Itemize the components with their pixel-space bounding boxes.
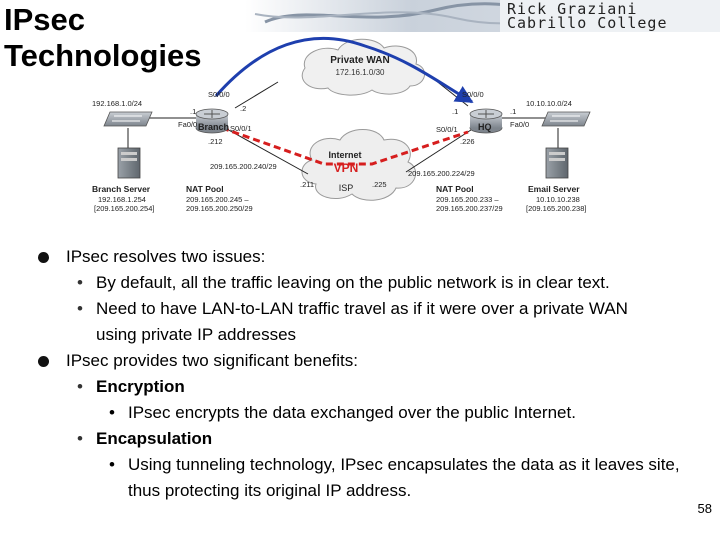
email-server-public-ip: [209.165.200.238] <box>526 204 586 213</box>
sub-sub-bullet-marker: • <box>109 403 115 422</box>
hq-wan-network: 209.165.200.224/29 <box>408 169 475 178</box>
bullet-issues-text: IPsec resolves two issues: <box>66 247 266 266</box>
branch-lan-label: 192.168.1.0/24 <box>92 99 142 108</box>
bullet-list: IPsec resolves two issues: • By default,… <box>38 244 708 504</box>
branch-server-name: Branch Server <box>92 184 151 194</box>
sub-sub-bullet-encapsulation-line-1: Using tunneling technology, IPsec encaps… <box>128 455 590 474</box>
logo-line-2: Cabrillo College <box>507 14 668 32</box>
branch-fa0-label: Fa0/0 <box>178 120 197 129</box>
title-line-2: Technologies <box>4 38 202 73</box>
sub-bullet-encryption-text: Encryption <box>96 377 185 396</box>
sub-bullet-clear-text-text: By default, all the traffic leaving on t… <box>96 273 610 292</box>
hq-s001-label: S0/0/1 <box>436 125 458 134</box>
branch-isp-link <box>224 127 309 175</box>
hq-nat-pool-end: 209.165.200.237/29 <box>436 204 503 213</box>
private-wan-network: 172.16.1.0/30 <box>336 68 385 77</box>
sub-bullet-clear-text: • By default, all the traffic leaving on… <box>38 270 708 296</box>
email-server-icon <box>545 147 569 179</box>
sub-bullet-lan-to-lan-line-2: using private IP addresses <box>96 325 297 344</box>
branch-s001-ip: .212 <box>208 137 223 146</box>
branch-s001-label: S0/0/1 <box>230 124 252 133</box>
sub-bullet-marker: • <box>77 429 83 448</box>
hq-s000-ip: .1 <box>452 107 458 116</box>
private-wan-label: Private WAN <box>330 55 389 66</box>
hq-s001-ip: .226 <box>460 137 475 146</box>
sub-sub-bullet-encapsulation-line-2: leaves site, thus protecting its origina… <box>128 455 680 500</box>
sub-bullet-encryption: • Encryption <box>38 374 708 400</box>
sub-sub-bullet-encapsulation: • Using tunneling technology, IPsec enca… <box>38 452 708 504</box>
vpn-tunnel-path <box>221 126 469 166</box>
email-server-name: Email Server <box>528 184 580 194</box>
bullet-marker <box>38 252 49 263</box>
hq-nat-pool-title: NAT Pool <box>436 184 474 194</box>
sub-bullet-lan-to-lan-line-1: Need to have LAN-to-LAN traffic travel a… <box>96 299 628 318</box>
title-line-1: IPsec <box>4 2 86 37</box>
hq-lan-label: 10.10.10.0/24 <box>526 99 572 108</box>
private-wan-cloud: Private WAN 172.16.1.0/30 <box>301 38 425 96</box>
hq-fa0-ip: .1 <box>510 107 516 116</box>
logo-text: Rick Graziani Cabrillo College <box>507 0 668 32</box>
logo-graphic <box>245 0 720 32</box>
branch-isp-side-ip: .211 <box>300 180 314 189</box>
sub-bullet-encapsulation: • Encapsulation <box>38 426 708 452</box>
network-diagram: Private WAN 172.16.1.0/30 Internet VPN I… <box>92 36 591 213</box>
sub-sub-bullet-marker: • <box>109 455 115 474</box>
isp-label: ISP <box>339 183 354 193</box>
logo-line-1: Rick Graziani <box>507 0 638 18</box>
hq-isp-side-ip: .225 <box>372 180 387 189</box>
branch-nat-pool-title: NAT Pool <box>186 184 224 194</box>
branch-nat-pool-end: 209.165.200.250/29 <box>186 204 253 213</box>
college-logo-banner: Rick Graziani Cabrillo College <box>245 0 720 32</box>
hq-router-icon <box>469 108 503 134</box>
sub-bullet-marker: • <box>77 273 83 292</box>
sub-bullet-lan-to-lan: • Need to have LAN-to-LAN traffic travel… <box>38 296 708 348</box>
hq-router-name: HQ <box>478 122 492 132</box>
sub-sub-bullet-encryption: • IPsec encrypts the data exchanged over… <box>38 400 708 426</box>
branch-s000-label: S0/0/0 <box>208 90 230 99</box>
hq-nat-pool-start: 209.165.200.233 – <box>436 195 499 204</box>
sub-bullet-marker: • <box>77 299 83 318</box>
sub-bullet-encapsulation-text: Encapsulation <box>96 429 213 448</box>
internet-label: Internet <box>328 150 361 160</box>
hq-s000-label: S0/0/0 <box>462 90 484 99</box>
bullet-benefits-text: IPsec provides two significant benefits: <box>66 351 358 370</box>
sub-sub-bullet-encryption-text: IPsec encrypts the data exchanged over t… <box>128 403 576 422</box>
internet-cloud: Internet VPN ISP <box>301 129 417 201</box>
email-server-ip: 10.10.10.238 <box>536 195 580 204</box>
branch-wan-network: 209.165.200.240/29 <box>210 162 277 171</box>
bullet-benefits: IPsec provides two significant benefits: <box>38 348 708 374</box>
branch-fa0-ip: .1 <box>190 107 196 116</box>
slide-title: IPsec Technologies <box>4 2 202 74</box>
bullet-marker <box>38 356 49 367</box>
bullet-issues: IPsec resolves two issues: <box>38 244 708 270</box>
sub-bullet-marker: • <box>77 377 83 396</box>
page-number: 58 <box>697 501 712 516</box>
branch-switch-icon <box>103 111 153 127</box>
branch-wan-link <box>234 81 279 109</box>
branch-server-icon <box>117 147 141 179</box>
branch-server-ip: 192.168.1.254 <box>98 195 146 204</box>
branch-router-name: Branch <box>198 122 229 132</box>
branch-s000-ip: .2 <box>240 104 246 113</box>
branch-nat-pool-start: 209.165.200.245 – <box>186 195 249 204</box>
hq-isp-link <box>405 127 475 173</box>
branch-server-public-ip: [209.165.200.254] <box>94 204 154 213</box>
hq-fa0-label: Fa0/0 <box>510 120 529 129</box>
branch-router-icon <box>195 108 229 134</box>
hq-switch-icon <box>541 111 591 127</box>
private-wan-path-arrow <box>214 36 474 104</box>
